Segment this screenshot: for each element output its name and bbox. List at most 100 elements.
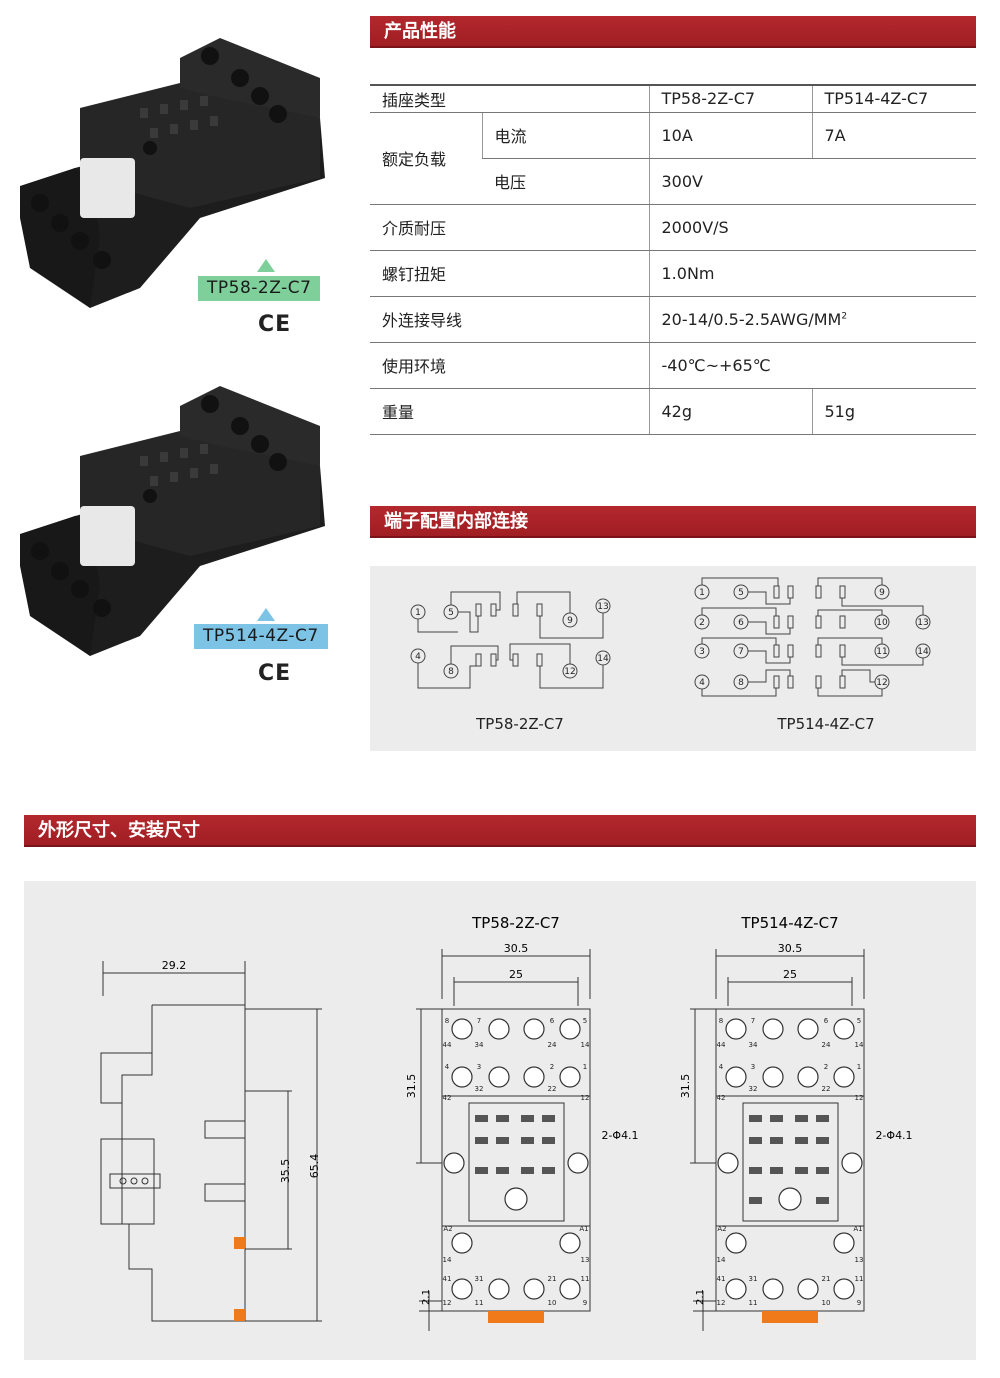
term-mark: 10 bbox=[822, 1299, 831, 1307]
section-header-performance: 产品性能 bbox=[370, 16, 976, 48]
term-mark: 11 bbox=[581, 1275, 590, 1283]
term-mark: 44 bbox=[717, 1041, 726, 1049]
wiring-panel: 1 5 9 13 4 8 12 14 1 5 9 2 6 10 13 3 7 1… bbox=[370, 566, 976, 751]
spec-weight-2: 51g bbox=[811, 388, 976, 435]
term-mark: 6 bbox=[550, 1017, 555, 1025]
ce-mark: CE bbox=[258, 661, 292, 686]
wiring-label-tp58: TP58-2Z-C7 bbox=[476, 715, 564, 733]
wire-term: 12 bbox=[564, 667, 575, 677]
term-mark: 9 bbox=[857, 1299, 861, 1307]
term-mark: 22 bbox=[822, 1085, 831, 1093]
term-mark: 34 bbox=[475, 1041, 484, 1049]
wire-term: 3 bbox=[699, 647, 705, 657]
wire-term: 12 bbox=[876, 678, 887, 688]
wire-term: 2 bbox=[699, 618, 705, 628]
dim-title-tp58: TP58-2Z-C7 bbox=[471, 914, 560, 932]
term-mark: 31 bbox=[749, 1275, 758, 1283]
term-mark: 14 bbox=[443, 1256, 452, 1264]
dim-tp514-winner: 25 bbox=[783, 968, 797, 981]
section-header-terminal: 端子配置内部连接 bbox=[370, 506, 976, 538]
spec-weight-1: 42g bbox=[648, 388, 812, 435]
term-mark: 13 bbox=[855, 1256, 864, 1264]
wiring-diagram: 1 5 9 13 4 8 12 14 1 5 9 2 6 10 13 3 7 1… bbox=[410, 577, 931, 697]
wire-term: 1 bbox=[415, 608, 421, 618]
term-mark: 2 bbox=[550, 1063, 554, 1071]
dimension-drawing: 29.2 35.5 65.4 bbox=[100, 914, 913, 1331]
dim-side-inner: 35.5 bbox=[279, 1159, 292, 1184]
wire-term: 13 bbox=[597, 602, 608, 612]
spec-wire-label: 外连接导线 bbox=[370, 296, 649, 343]
term-mark: 41 bbox=[717, 1275, 726, 1283]
term-mark: 22 bbox=[548, 1085, 557, 1093]
spec-torque-label: 螺钉扭矩 bbox=[370, 250, 649, 297]
tag-triangle bbox=[257, 608, 275, 621]
wire-term: 5 bbox=[738, 588, 744, 598]
spec-voltage-label: 电压 bbox=[482, 158, 649, 205]
spec-current-1: 10A bbox=[648, 112, 812, 159]
spec-dielectric-label: 介质耐压 bbox=[370, 204, 649, 251]
term-mark: 24 bbox=[822, 1041, 831, 1049]
term-mark: 14 bbox=[581, 1041, 590, 1049]
term-mark: A2 bbox=[717, 1225, 726, 1233]
term-mark: 8 bbox=[719, 1017, 723, 1025]
spec-wire: 20-14/0.5-2.5AWG/MM2 bbox=[648, 296, 976, 343]
wire-term: 5 bbox=[448, 608, 454, 618]
term-mark: 11 bbox=[855, 1275, 864, 1283]
term-mark: A1 bbox=[579, 1225, 588, 1233]
wire-term: 1 bbox=[699, 588, 705, 598]
term-mark: 4 bbox=[719, 1063, 724, 1071]
spec-env: -40℃~+65℃ bbox=[648, 342, 976, 389]
term-mark: 41 bbox=[443, 1275, 452, 1283]
spec-current-2: 7A bbox=[811, 112, 976, 159]
term-mark: 8 bbox=[445, 1017, 449, 1025]
dim-tp514-h: 31.5 bbox=[679, 1074, 692, 1099]
term-mark: 14 bbox=[717, 1256, 726, 1264]
term-mark: 34 bbox=[749, 1041, 758, 1049]
wire-term: 14 bbox=[597, 654, 609, 664]
term-mark: 12 bbox=[581, 1094, 590, 1102]
term-mark: 44 bbox=[443, 1041, 452, 1049]
wire-term: 11 bbox=[876, 647, 887, 657]
ce-mark: CE bbox=[258, 312, 292, 337]
dim-tp58-wouter: 30.5 bbox=[504, 942, 529, 955]
term-mark: 32 bbox=[475, 1085, 484, 1093]
dim-tp514-wouter: 30.5 bbox=[778, 942, 803, 955]
wiring-label-tp514: TP514-4Z-C7 bbox=[777, 715, 875, 733]
term-mark: 31 bbox=[475, 1275, 484, 1283]
spec-header-label: 插座类型 bbox=[370, 84, 649, 113]
term-mark: 7 bbox=[477, 1017, 481, 1025]
spec-env-label: 使用环境 bbox=[370, 342, 649, 389]
spec-header-col2: TP514-4Z-C7 bbox=[811, 84, 976, 113]
spec-table: 插座类型 TP58-2Z-C7 TP514-4Z-C7 额定负载 电流 10A … bbox=[370, 84, 976, 435]
wire-term: 4 bbox=[699, 678, 705, 688]
model-tag-tp514: TP514-4Z-C7 bbox=[194, 624, 328, 649]
term-mark: 12 bbox=[855, 1094, 864, 1102]
spec-wire-sup: 2 bbox=[841, 311, 848, 322]
wire-term: 9 bbox=[879, 588, 885, 598]
dim-side-total: 65.4 bbox=[308, 1154, 321, 1179]
tag-triangle bbox=[257, 259, 275, 272]
model-tag-tp58: TP58-2Z-C7 bbox=[198, 276, 321, 301]
term-mark: A2 bbox=[443, 1225, 452, 1233]
term-mark: 3 bbox=[477, 1063, 481, 1071]
term-mark: A1 bbox=[853, 1225, 862, 1233]
dim-tp514-hole: 2-Φ4.1 bbox=[875, 1129, 912, 1142]
term-mark: 11 bbox=[475, 1299, 484, 1307]
spec-header-col1: TP58-2Z-C7 bbox=[648, 84, 812, 113]
term-mark: 21 bbox=[548, 1275, 557, 1283]
spec-voltage: 300V bbox=[648, 158, 976, 205]
term-mark: 13 bbox=[581, 1256, 590, 1264]
term-mark: 21 bbox=[822, 1275, 831, 1283]
wire-term: 8 bbox=[738, 678, 744, 688]
spec-torque: 1.0Nm bbox=[648, 250, 976, 297]
spec-wire-value: 20-14/0.5-2.5AWG/MM bbox=[661, 309, 842, 329]
term-mark: 7 bbox=[751, 1017, 755, 1025]
term-mark: 2 bbox=[824, 1063, 828, 1071]
spec-dielectric: 2000V/S bbox=[648, 204, 976, 251]
term-mark: 14 bbox=[855, 1041, 864, 1049]
term-mark: 12 bbox=[717, 1299, 726, 1307]
spec-weight-label: 重量 bbox=[370, 388, 649, 435]
wire-term: 6 bbox=[738, 618, 744, 628]
term-mark: 32 bbox=[749, 1085, 758, 1093]
term-mark: 4 bbox=[445, 1063, 450, 1071]
